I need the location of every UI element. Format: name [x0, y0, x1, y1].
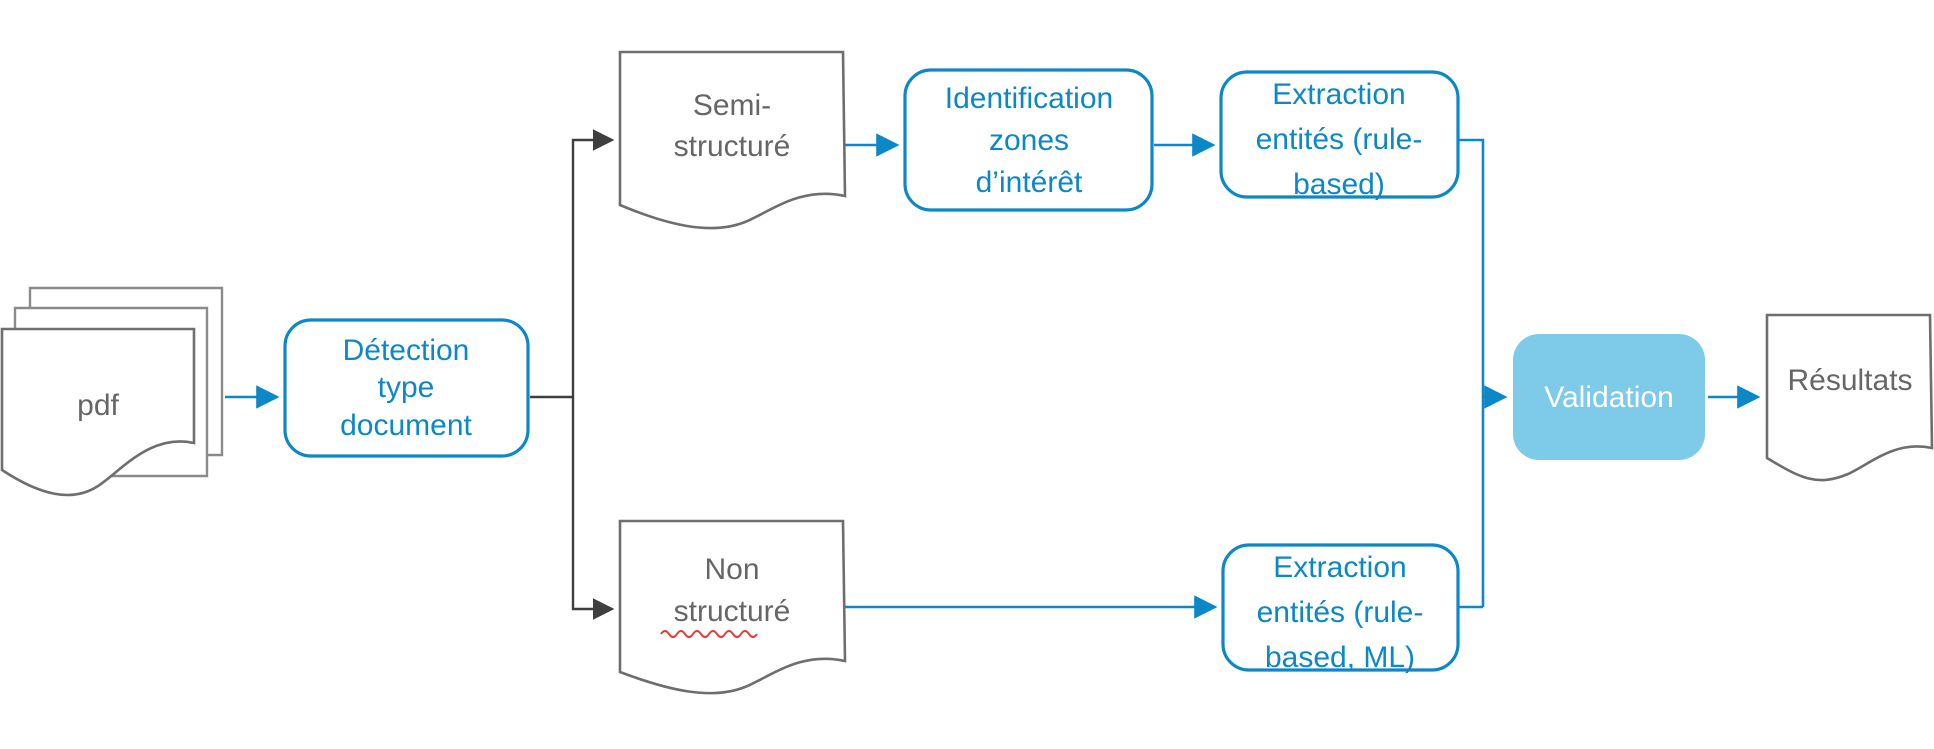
- non-structure-shape: [618, 519, 847, 695]
- edge-detection-to-non: [571, 397, 615, 620]
- node-identification[interactable]: Identification zones d’intérêt: [903, 68, 1154, 212]
- edge-extraction-rule-to-trunk: [1458, 138, 1485, 607]
- validation-label: Validation: [1544, 381, 1674, 414]
- resultats-label: Résultats: [1787, 364, 1912, 397]
- detection-line3: document: [340, 409, 472, 442]
- extraction-rule-line2: entités (rule-: [1256, 123, 1423, 156]
- node-non-structure[interactable]: Non structuré: [618, 519, 847, 695]
- extraction-rule-ml-line3: based, ML): [1265, 641, 1415, 674]
- extraction-rule-line3: based): [1293, 168, 1385, 201]
- pdf-label: pdf: [77, 389, 119, 422]
- detection-box: [283, 318, 530, 458]
- detection-line1: Détection: [343, 334, 470, 367]
- node-extraction-rule-ml[interactable]: Extraction entités (rule- based, ML): [1221, 543, 1460, 674]
- non-structure-line1: Non: [704, 553, 759, 586]
- resultats-shape: [1765, 313, 1934, 482]
- semi-structure-line1: Semi-: [693, 89, 771, 122]
- spellcheck-underline-icon: [660, 630, 758, 638]
- validation-box: [1513, 334, 1705, 460]
- pdf-page-front: [0, 327, 196, 497]
- extraction-rule-ml-line1: Extraction: [1273, 551, 1406, 584]
- extraction-rule-ml-line2: entités (rule-: [1257, 596, 1424, 629]
- node-semi-structure[interactable]: Semi- structuré: [618, 50, 847, 230]
- node-resultats[interactable]: Résultats: [1765, 313, 1934, 482]
- node-pdf[interactable]: pdf: [0, 286, 224, 497]
- node-extraction-rule[interactable]: Extraction entités (rule- based): [1219, 70, 1460, 201]
- node-detection[interactable]: Détection type document: [283, 318, 530, 458]
- node-validation[interactable]: Validation: [1513, 334, 1705, 460]
- identification-line3: d’intérêt: [976, 166, 1083, 199]
- identification-line1: Identification: [945, 82, 1113, 115]
- extraction-rule-line1: Extraction: [1272, 78, 1405, 111]
- edge-detection-to-semi: [571, 129, 615, 397]
- non-structure-line2: structuré: [674, 595, 791, 628]
- identification-box: [903, 68, 1154, 212]
- semi-structure-shape: [618, 50, 847, 230]
- identification-line2: zones: [989, 124, 1069, 157]
- extraction-rule-box: [1219, 70, 1460, 199]
- semi-structure-line2: structuré: [674, 130, 791, 163]
- detection-line2: type: [378, 371, 435, 404]
